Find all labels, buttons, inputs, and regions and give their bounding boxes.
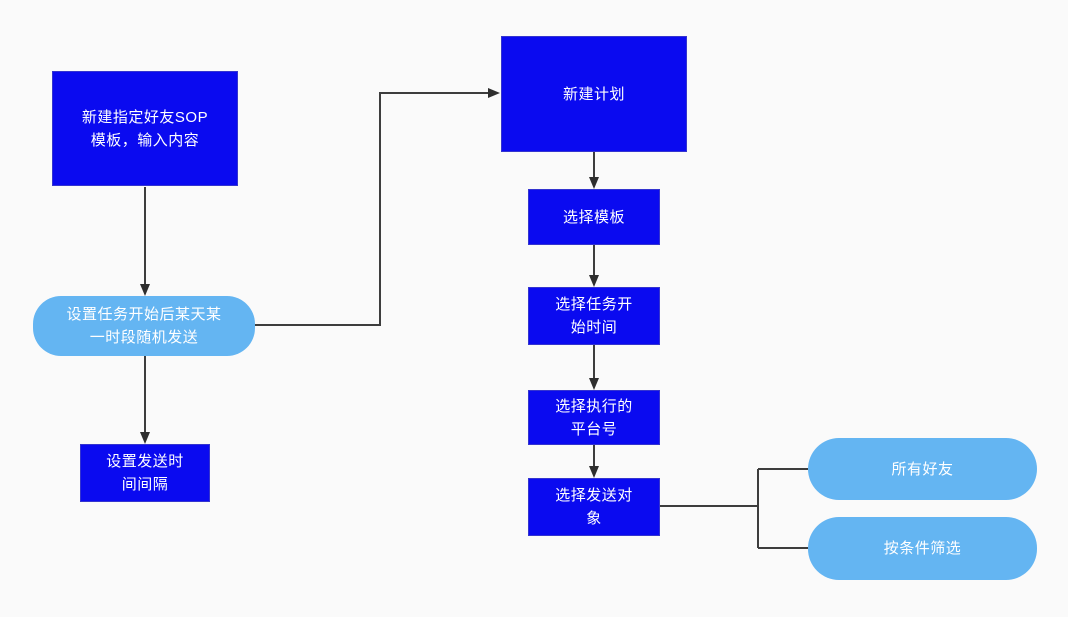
node-label: 按条件筛选 (883, 540, 962, 557)
connector-schedule-to-create-plan (255, 88, 500, 326)
node-label: 所有好友 (891, 460, 954, 478)
node-select-template[interactable]: 选择模板 (528, 189, 660, 245)
node-select-platform-account[interactable]: 选择执行的 平台号 (528, 390, 660, 445)
node-filter-by-condition[interactable]: 按条件筛选 (808, 517, 1037, 580)
node-create-plan[interactable]: 新建计划 (501, 36, 687, 152)
node-create-sop-template[interactable]: 新建指定好友SOP 模板，输入内容 (52, 71, 238, 186)
node-select-send-target[interactable]: 选择发送对 象 (528, 478, 660, 536)
node-schedule-random-send[interactable]: 设置任务开始后某天某 一时段随机发送 (33, 296, 255, 356)
node-label: 选择模板 (562, 208, 625, 226)
node-label: 选择执行的 平台号 (555, 397, 633, 438)
node-label: 选择任务开 始时间 (555, 296, 633, 336)
node-select-start-time[interactable]: 选择任务开 始时间 (528, 287, 660, 345)
node-label: 新建指定好友SOP 模板，输入内容 (81, 108, 209, 149)
node-send-interval[interactable]: 设置发送时 间间隔 (80, 444, 210, 502)
node-label: 设置任务开始后某天某 一时段随机发送 (66, 306, 222, 346)
node-label: 新建计划 (562, 85, 625, 103)
node-label: 选择发送对 象 (555, 487, 633, 527)
node-all-friends[interactable]: 所有好友 (808, 438, 1037, 500)
node-label: 设置发送时 间间隔 (106, 453, 184, 493)
